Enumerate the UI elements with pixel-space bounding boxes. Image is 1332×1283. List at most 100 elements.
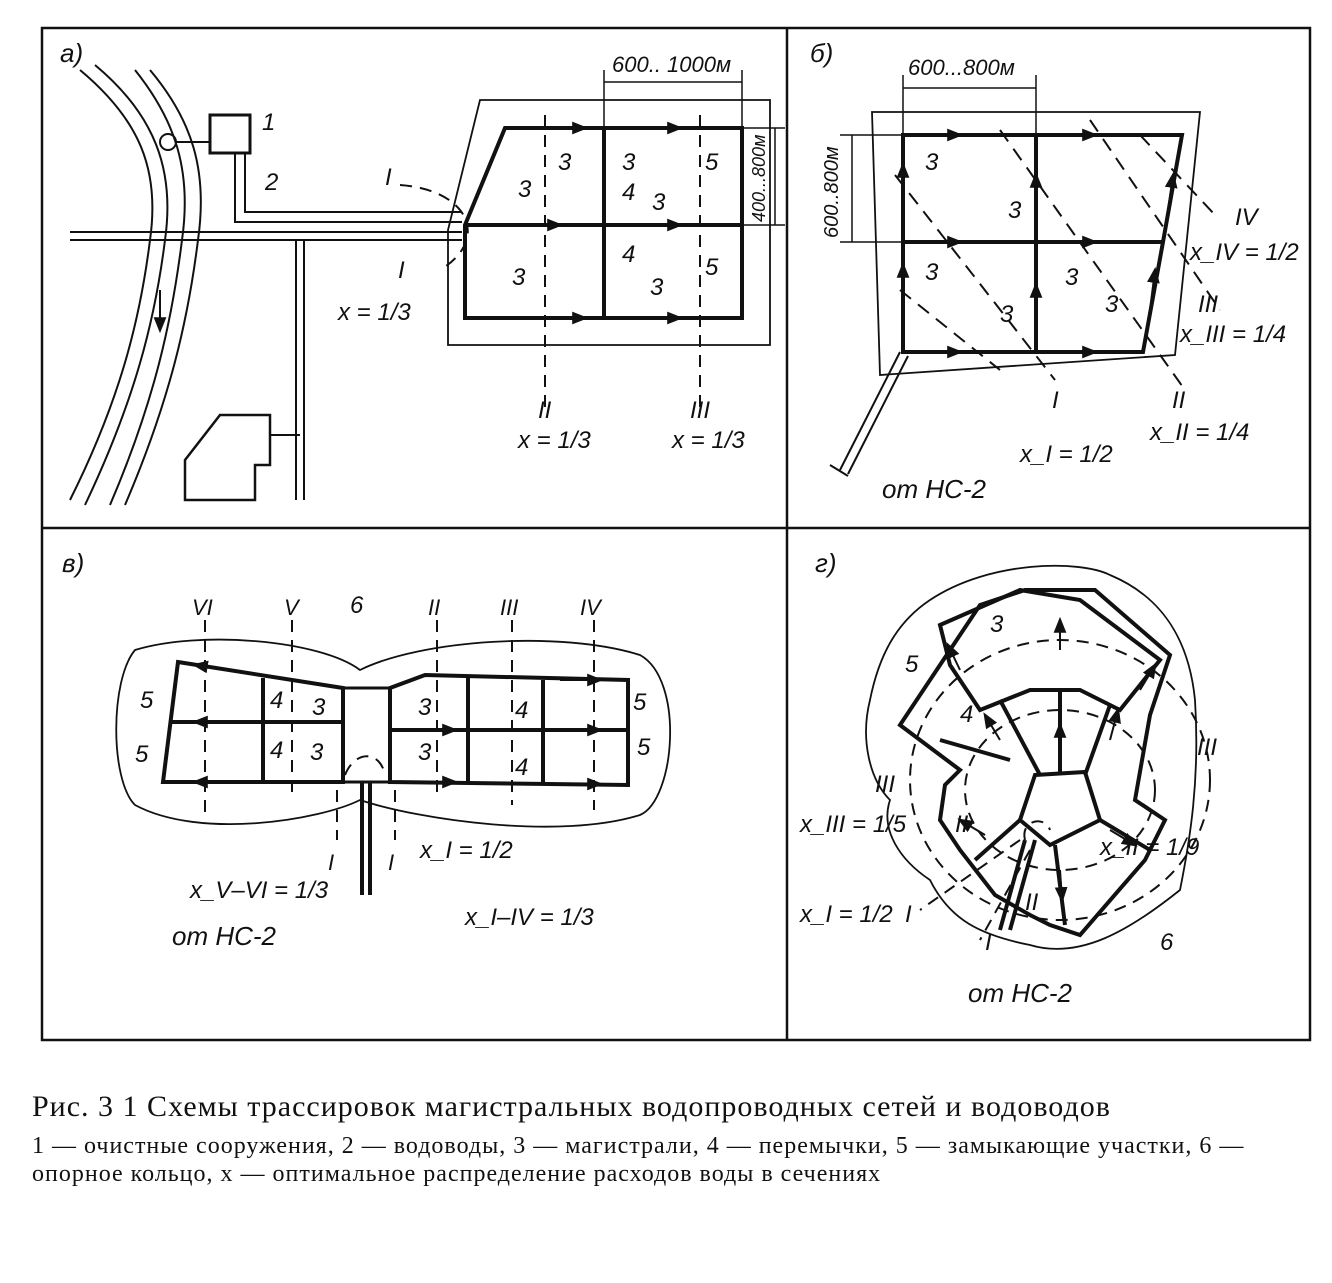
panel-b: б) xyxy=(810,38,1299,504)
dim-top-a: 600.. 1000м xyxy=(612,52,731,77)
dim-side-b: 600..800м xyxy=(821,146,843,238)
x-ratio-label: x_IV = 1/2 xyxy=(1189,239,1299,266)
section-label: IV xyxy=(1235,204,1260,231)
label-4: 4 xyxy=(622,179,635,206)
network-g xyxy=(897,587,1173,938)
section-label: II xyxy=(955,811,969,838)
consumer-building xyxy=(183,413,272,502)
section-label: I xyxy=(985,929,992,956)
network-v xyxy=(160,659,630,895)
label-1: 1 xyxy=(262,109,275,136)
section-label: I xyxy=(905,901,912,928)
section-label: II xyxy=(538,397,552,424)
section-label: I xyxy=(388,850,394,875)
label-3: 3 xyxy=(1008,197,1022,224)
intake-icon xyxy=(159,133,177,151)
label-3: 3 xyxy=(622,149,636,176)
x-ratio-label: x_III = 1/4 xyxy=(1179,321,1286,348)
label-3: 3 xyxy=(310,739,324,766)
x-ratio-label: x_I–IV = 1/3 xyxy=(464,904,594,931)
treatment-facility xyxy=(208,113,252,155)
section-label: III xyxy=(875,771,895,798)
zone-outline xyxy=(115,638,672,828)
panel-v: в) xyxy=(62,548,672,951)
label-3: 3 xyxy=(418,694,432,721)
x-ratio-label: x_I = 1/2 xyxy=(419,837,513,864)
label-6: 6 xyxy=(1160,929,1174,956)
section-label: II xyxy=(1025,889,1039,916)
x-ratio-label: x_II = 1/4 xyxy=(1149,419,1249,446)
x-ratio-label: x_III = 1/5 xyxy=(799,811,907,838)
panel-a: а) 1 2 xyxy=(60,38,785,506)
label-3: 3 xyxy=(990,611,1004,638)
label-3: 3 xyxy=(518,176,532,203)
section-label: V xyxy=(284,595,301,620)
label-3: 3 xyxy=(1000,301,1014,328)
section-label: III xyxy=(1197,734,1217,761)
section-label: III xyxy=(500,595,518,620)
panel-a-letter: а) xyxy=(60,38,83,68)
network-a xyxy=(463,126,744,320)
label-3: 3 xyxy=(312,694,326,721)
label-3: 3 xyxy=(512,264,526,291)
label-3: 3 xyxy=(925,259,939,286)
label-3: 3 xyxy=(650,274,664,301)
section-label: II xyxy=(428,595,440,620)
zone-outline xyxy=(447,99,771,346)
source-label: от НС-2 xyxy=(968,978,1073,1008)
dim-side-a: 400...800м xyxy=(749,135,769,222)
x-ratio-label: x = 1/3 xyxy=(671,427,745,454)
x-ratio-label: x = 1/3 xyxy=(517,427,591,454)
supply-line xyxy=(829,351,909,477)
caption-title: Рис. 3 1 Схемы трассировок магистральных… xyxy=(32,1090,1111,1123)
x-ratio-label: x_II = 1/9 xyxy=(1099,834,1199,861)
zone-outline xyxy=(871,111,1201,376)
label-3: 3 xyxy=(1105,291,1119,318)
label-3: 3 xyxy=(558,149,572,176)
x-ratio-label: x_I = 1/2 xyxy=(799,901,893,928)
source-label: от НС-2 xyxy=(172,921,277,951)
figure-caption: Рис. 3 1 Схемы трассировок магистральных… xyxy=(32,1090,1312,1188)
label-5: 5 xyxy=(135,741,149,768)
label-5: 5 xyxy=(637,734,651,761)
label-5: 5 xyxy=(705,254,719,281)
label-3: 3 xyxy=(1065,264,1079,291)
caption-legend: 1 — очистные сооружения, 2 — водоводы, 3… xyxy=(32,1133,1245,1187)
section-label: I xyxy=(328,850,334,875)
figure-diagram: а) 1 2 xyxy=(40,26,1312,1042)
label-3: 3 xyxy=(652,189,666,216)
label-4: 4 xyxy=(515,754,528,781)
label-6: 6 xyxy=(350,592,364,619)
section-label: I xyxy=(385,164,392,191)
section-label: VI xyxy=(192,595,213,620)
label-4: 4 xyxy=(270,737,283,764)
panel-g: г) xyxy=(799,548,1217,1008)
label-5: 5 xyxy=(633,689,647,716)
panel-g-letter: г) xyxy=(815,548,836,578)
x-ratio-label: x_V–VI = 1/3 xyxy=(189,877,329,904)
conduits xyxy=(70,153,462,500)
zone-outline xyxy=(865,564,1198,950)
source-label: от НС-2 xyxy=(882,474,987,504)
label-4: 4 xyxy=(960,701,973,728)
label-5: 5 xyxy=(140,687,154,714)
section-label: III xyxy=(690,397,710,424)
x-ratio-label: x = 1/3 xyxy=(337,299,411,326)
label-3: 3 xyxy=(418,739,432,766)
panel-v-letter: в) xyxy=(62,548,84,578)
section-label: I xyxy=(398,257,405,284)
network-b xyxy=(901,133,1185,354)
section-label: II xyxy=(1172,387,1186,414)
label-3: 3 xyxy=(925,149,939,176)
label-4: 4 xyxy=(515,697,528,724)
label-5: 5 xyxy=(905,651,919,678)
frame xyxy=(40,26,1312,1042)
section-label: III xyxy=(1198,291,1218,318)
x-ratio-label: x_I = 1/2 xyxy=(1019,441,1113,468)
dim-top-b: 600...800м xyxy=(908,55,1015,80)
label-2: 2 xyxy=(264,169,278,196)
section-label: I xyxy=(1052,387,1059,414)
river xyxy=(69,64,202,506)
label-4: 4 xyxy=(270,687,283,714)
label-4: 4 xyxy=(622,241,635,268)
